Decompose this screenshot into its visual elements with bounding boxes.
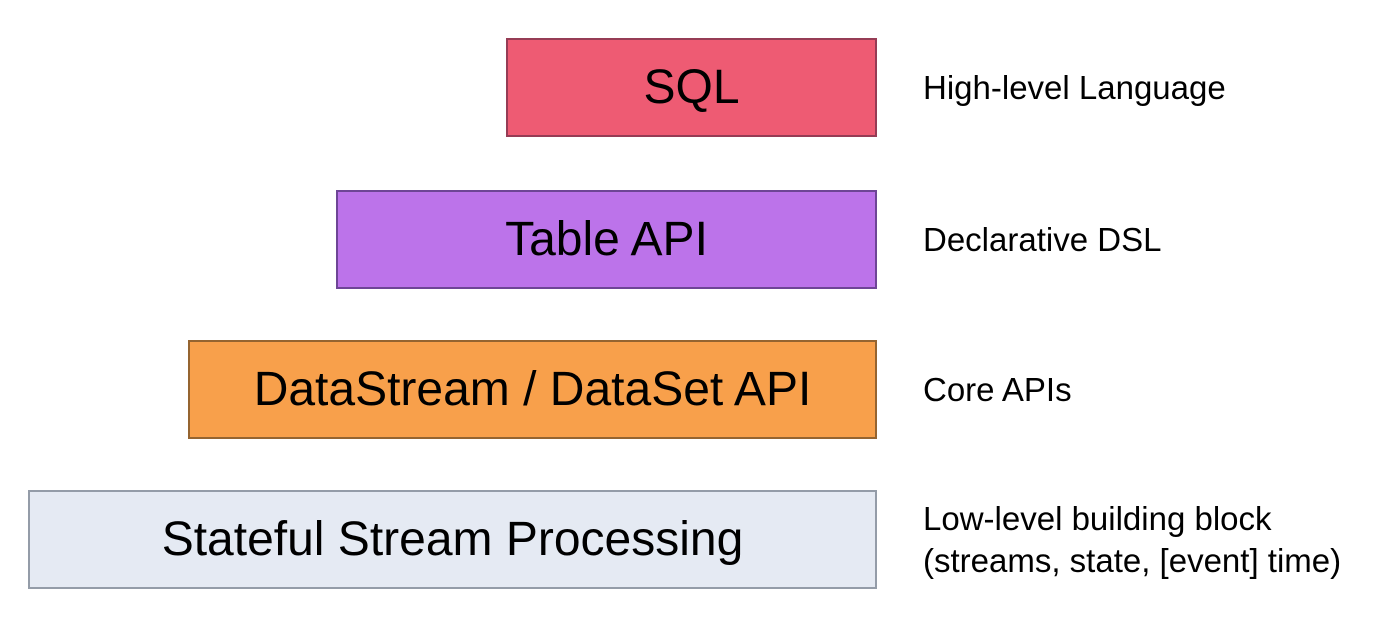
layer-description: Low-level building block (streams, state… — [923, 500, 1342, 579]
layer-label: Stateful Stream Processing — [161, 513, 744, 566]
layer-description: Declarative DSL — [923, 220, 1162, 258]
layer-box-datastream-dataset-api: DataStream / DataSet API — [188, 340, 877, 439]
layer-label: Table API — [505, 213, 708, 266]
layer-label: SQL — [643, 61, 740, 114]
layer-box-sql: SQL — [506, 38, 877, 137]
layer-box-table-api: Table API — [336, 190, 877, 289]
layer-description: Core APIs — [923, 370, 1072, 408]
layer-box-stateful-stream-processing: Stateful Stream Processing — [28, 490, 877, 589]
layer-description: High-level Language — [923, 68, 1226, 106]
layer-label: DataStream / DataSet API — [253, 363, 812, 416]
